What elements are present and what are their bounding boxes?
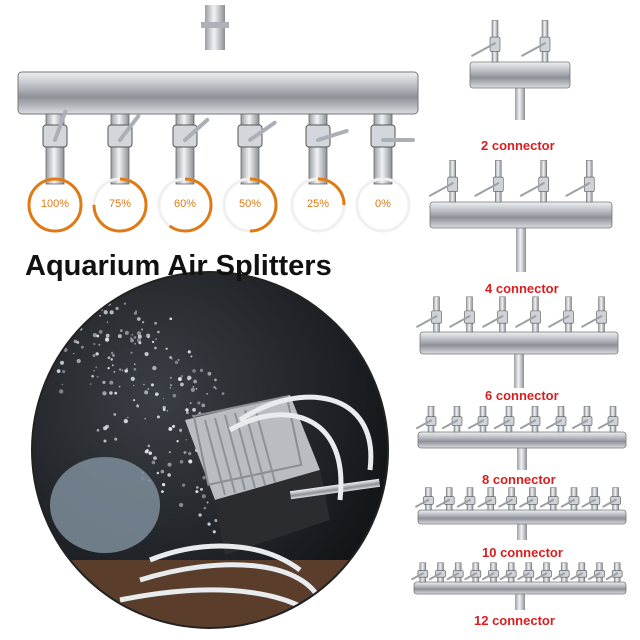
valve xyxy=(305,113,349,185)
flow-percent-label: 50% xyxy=(238,198,262,210)
flow-ring-arc xyxy=(222,177,278,233)
flow-level-rings xyxy=(27,177,411,233)
connector-manifold-8 xyxy=(415,406,627,470)
flow-ring-arc xyxy=(27,177,83,233)
connector-label: 12 connector xyxy=(474,613,555,628)
connector-manifold-2 xyxy=(469,20,571,120)
connector-manifold-10 xyxy=(415,487,627,540)
connector-manifold-12 xyxy=(411,562,627,610)
connector-label: 4 connector xyxy=(485,281,559,296)
connector-label: 10 connector xyxy=(482,545,563,560)
connector-manifold-6 xyxy=(416,296,619,388)
connector-label: 6 connector xyxy=(485,388,559,403)
connector-series xyxy=(411,20,627,610)
page-title: Aquarium Air Splitters xyxy=(25,250,332,282)
flow-ring-track xyxy=(355,177,411,233)
main-manifold xyxy=(17,5,419,185)
flow-percent-label: 60% xyxy=(173,198,197,210)
flow-ring-arc xyxy=(290,177,346,233)
valve xyxy=(42,109,68,185)
flow-percent-label: 100% xyxy=(40,198,70,210)
air-pump-photo xyxy=(32,272,388,628)
flow-percent-label: 25% xyxy=(306,198,330,210)
flow-ring-arc xyxy=(157,177,213,233)
connector-label: 2 connector xyxy=(481,138,555,153)
connector-manifold-4 xyxy=(428,160,613,272)
valve xyxy=(107,113,141,185)
valve xyxy=(172,113,210,185)
flow-percent-label: 0% xyxy=(375,198,391,210)
valve xyxy=(370,113,415,185)
valve xyxy=(237,113,277,185)
flow-ring-arc xyxy=(92,177,148,233)
connector-label: 8 connector xyxy=(482,472,556,487)
flow-percent-label: 75% xyxy=(108,198,132,210)
